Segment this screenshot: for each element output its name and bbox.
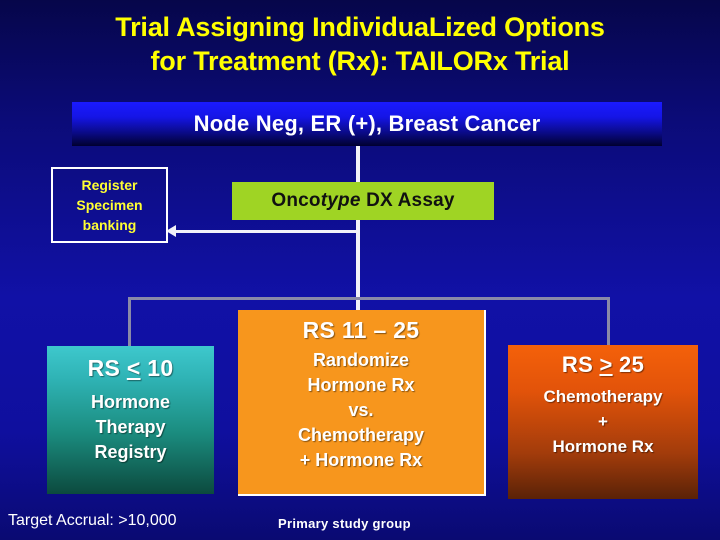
register-specimen-banking-box[interactable]: Register Specimen banking <box>51 167 168 243</box>
rs-high-body-line: + <box>598 412 608 431</box>
outcome-box-rs-low[interactable]: RS < 10 Hormone Therapy Registry <box>47 346 214 494</box>
rs-mid-body-line: Chemotherapy <box>297 425 425 445</box>
rs-low-prefix: RS <box>87 355 127 381</box>
register-line-3: banking <box>82 217 137 233</box>
outcome-box-rs-mid[interactable]: RS 11 – 25 Randomize Hormone Rx vs. Chem… <box>238 310 486 496</box>
outcome-head-rs-mid: RS 11 – 25 <box>302 317 420 343</box>
rs-low-body-line: Hormone <box>90 392 170 412</box>
rs-high-operator: > <box>599 352 613 377</box>
rs-low-suffix: 10 <box>140 355 174 381</box>
rs-high-prefix: RS <box>561 352 600 377</box>
rs-high-suffix: 25 <box>612 352 645 377</box>
connector-bus-right-drop <box>607 297 610 347</box>
assay-prefix: Onco <box>271 190 321 211</box>
rs-high-body-line: Hormone Rx <box>552 437 654 456</box>
oncotype-dx-assay-box[interactable]: Oncotype DX Assay <box>232 182 494 220</box>
subtitle-banner: Node Neg, ER (+), Breast Cancer <box>72 102 662 146</box>
rs-mid-body-line: Randomize <box>312 350 409 370</box>
connector-bus-horizontal <box>128 297 610 300</box>
arrow-head-register <box>166 225 176 237</box>
oncotype-dx-assay-label: Oncotype DX Assay <box>271 190 454 212</box>
connector-assay-to-register <box>176 230 360 233</box>
subtitle-text: Node Neg, ER (+), Breast Cancer <box>193 111 541 136</box>
assay-suffix: DX Assay <box>360 190 455 211</box>
rs-mid-body-line: + Hormone Rx <box>299 450 423 470</box>
connector-assay-to-mid <box>356 220 360 312</box>
rs-low-operator: < <box>126 355 141 381</box>
rs-low-body-line: Registry <box>94 442 167 462</box>
assay-italic: type <box>320 190 361 211</box>
primary-study-group-label: Primary study group <box>278 516 411 531</box>
outcome-body-rs-low: Hormone Therapy Registry <box>91 390 170 465</box>
outcome-body-rs-high: Chemotherapy + Hormone Rx <box>543 384 662 459</box>
connector-bus-left-drop <box>128 297 131 348</box>
page-title: Trial Assigning IndividuaLized Options f… <box>115 12 605 76</box>
outcome-head-rs-high: RS > 25 <box>562 352 644 378</box>
outcome-head-rs-low: RS < 10 <box>88 355 174 382</box>
register-line-2: Specimen <box>76 197 143 213</box>
rs-low-body-line: Therapy <box>95 417 166 437</box>
register-line-1: Register <box>81 177 138 193</box>
outcome-box-rs-high[interactable]: RS > 25 Chemotherapy + Hormone Rx <box>508 345 698 499</box>
connector-subtitle-to-assay <box>356 146 360 184</box>
target-accrual-label: Target Accrual: >10,000 <box>8 512 177 529</box>
rs-mid-body-line: vs. <box>348 400 374 420</box>
rs-mid-body-line: Hormone Rx <box>307 375 415 395</box>
rs-high-body-line: Chemotherapy <box>543 387 663 406</box>
outcome-body-rs-mid: Randomize Hormone Rx vs. Chemotherapy + … <box>298 348 424 473</box>
